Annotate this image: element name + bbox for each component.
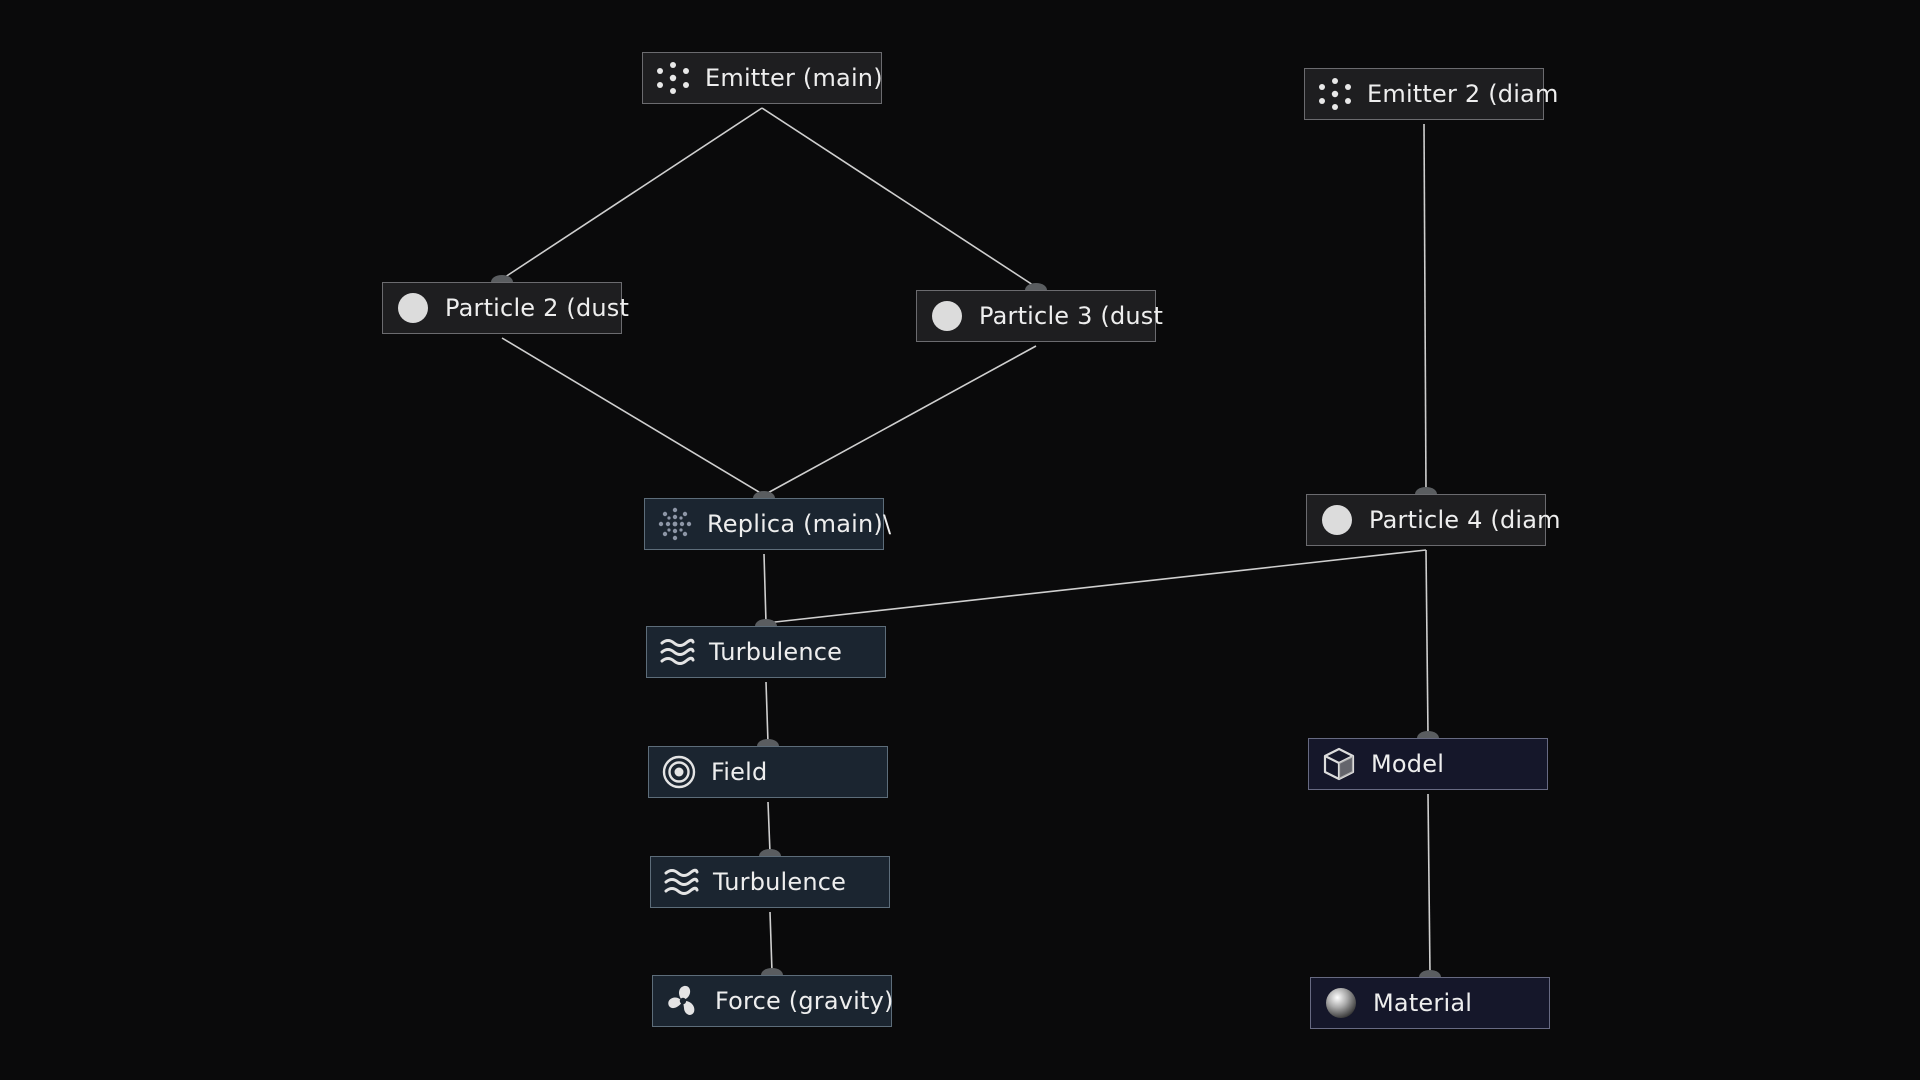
node-label: Force (gravity) <box>715 987 894 1015</box>
connection-particle-4-to-model[interactable] <box>1425 549 1429 736</box>
connection-turbulence-1-to-field[interactable] <box>765 681 769 744</box>
node-label: Emitter 2 (diam <box>1367 80 1559 108</box>
input-port-particle-4[interactable] <box>1415 487 1437 494</box>
node-label: Model <box>1371 750 1445 778</box>
force-icon <box>665 983 701 1019</box>
emitter-icon <box>655 60 691 96</box>
node-emitter-main[interactable]: Emitter (main) <box>642 52 883 104</box>
node-label: Particle 2 (dust <box>445 294 630 322</box>
node-force-gravity[interactable]: Force (gravity) <box>652 975 894 1027</box>
node-label: Particle 4 (diam <box>1369 506 1561 534</box>
turbulence-icon <box>663 864 699 900</box>
model-icon <box>1321 746 1357 782</box>
connection-turbulence-2-to-force-gravity[interactable] <box>769 911 773 973</box>
emitter-icon <box>1317 76 1353 112</box>
field-icon <box>661 754 697 790</box>
particle-icon <box>1319 502 1355 538</box>
connection-model-to-material[interactable] <box>1427 793 1431 975</box>
connection-particle-2-to-replica-main[interactable] <box>501 337 765 496</box>
connection-particle-4-to-turbulence-1[interactable] <box>765 549 1427 624</box>
connection-emitter-2-to-particle-4[interactable] <box>1423 123 1427 492</box>
node-label: Emitter (main) <box>705 64 883 92</box>
node-particle-2[interactable]: Particle 2 (dust <box>382 282 629 334</box>
node-turbulence-1[interactable]: Turbulence <box>646 626 886 678</box>
node-label: Material <box>1373 989 1473 1017</box>
input-port-force-gravity[interactable] <box>761 968 783 975</box>
node-field[interactable]: Field <box>648 746 888 798</box>
node-label: Particle 3 (dust <box>979 302 1164 330</box>
node-particle-3[interactable]: Particle 3 (dust <box>916 290 1163 342</box>
input-port-particle-3[interactable] <box>1025 283 1047 290</box>
replica-icon <box>657 506 693 542</box>
particle-icon <box>395 290 431 326</box>
particle-icon <box>929 298 965 334</box>
node-turbulence-2[interactable]: Turbulence <box>650 856 890 908</box>
material-icon <box>1323 985 1359 1021</box>
node-label: Replica (main)\ <box>707 510 892 538</box>
turbulence-icon <box>659 634 695 670</box>
connection-emitter-main-to-particle-2[interactable] <box>501 107 763 280</box>
node-label: Turbulence <box>713 868 847 896</box>
node-label: Field <box>711 758 768 786</box>
input-port-replica-main[interactable] <box>753 491 775 498</box>
connection-replica-main-to-turbulence-1[interactable] <box>763 553 767 624</box>
node-label: Turbulence <box>709 638 843 666</box>
connection-field-to-turbulence-2[interactable] <box>767 801 771 854</box>
node-material[interactable]: Material <box>1310 977 1550 1029</box>
input-port-particle-2[interactable] <box>491 275 513 282</box>
connection-particle-3-to-replica-main[interactable] <box>763 345 1037 496</box>
input-port-turbulence-1[interactable] <box>755 619 777 626</box>
input-port-field[interactable] <box>757 739 779 746</box>
input-port-model[interactable] <box>1417 731 1439 738</box>
node-particle-4[interactable]: Particle 4 (diam <box>1306 494 1561 546</box>
node-emitter-2[interactable]: Emitter 2 (diam <box>1304 68 1558 120</box>
node-replica-main[interactable]: Replica (main)\ <box>644 498 891 550</box>
input-port-material[interactable] <box>1419 970 1441 977</box>
connection-emitter-main-to-particle-3[interactable] <box>761 107 1037 288</box>
input-port-turbulence-2[interactable] <box>759 849 781 856</box>
node-model[interactable]: Model <box>1308 738 1548 790</box>
